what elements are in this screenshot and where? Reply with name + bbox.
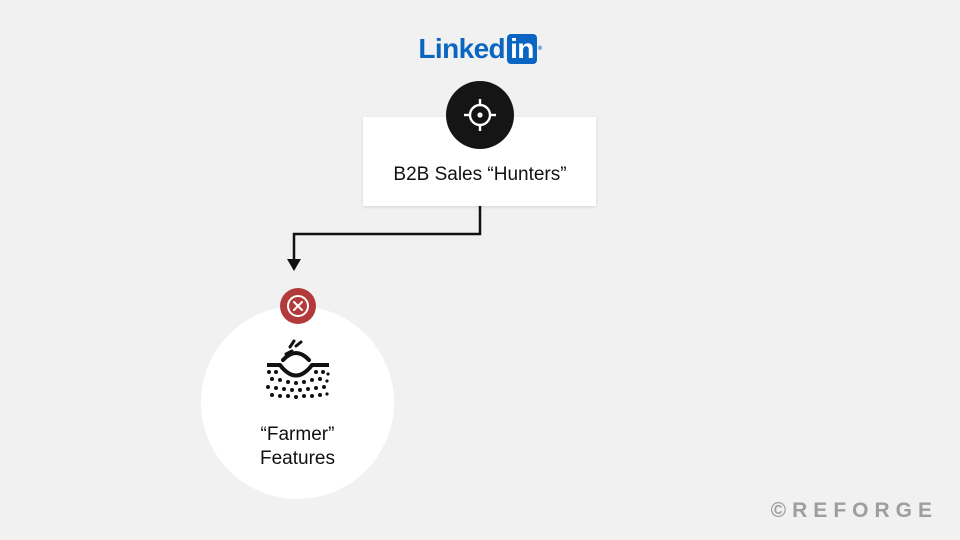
- farmer-label-line2: Features: [260, 448, 335, 469]
- logo-trademark: ®: [537, 46, 542, 52]
- reforge-watermark: ©REFORGE: [770, 499, 938, 522]
- logo-linked-text: Linked: [418, 33, 506, 64]
- farmer-label-line1: “Farmer”: [260, 424, 335, 445]
- logo-in-box: in: [507, 34, 537, 64]
- hunters-label: B2B Sales “Hunters”: [393, 164, 567, 185]
- crosshair-target-icon: [464, 99, 496, 131]
- seed-sprouting-icon: [266, 339, 330, 399]
- farmer-circle: [201, 306, 394, 499]
- target-badge: [446, 81, 514, 149]
- close-circle-icon: [287, 295, 309, 317]
- farmer-label: “Farmer” Features: [201, 423, 394, 471]
- status-badge: [280, 288, 316, 324]
